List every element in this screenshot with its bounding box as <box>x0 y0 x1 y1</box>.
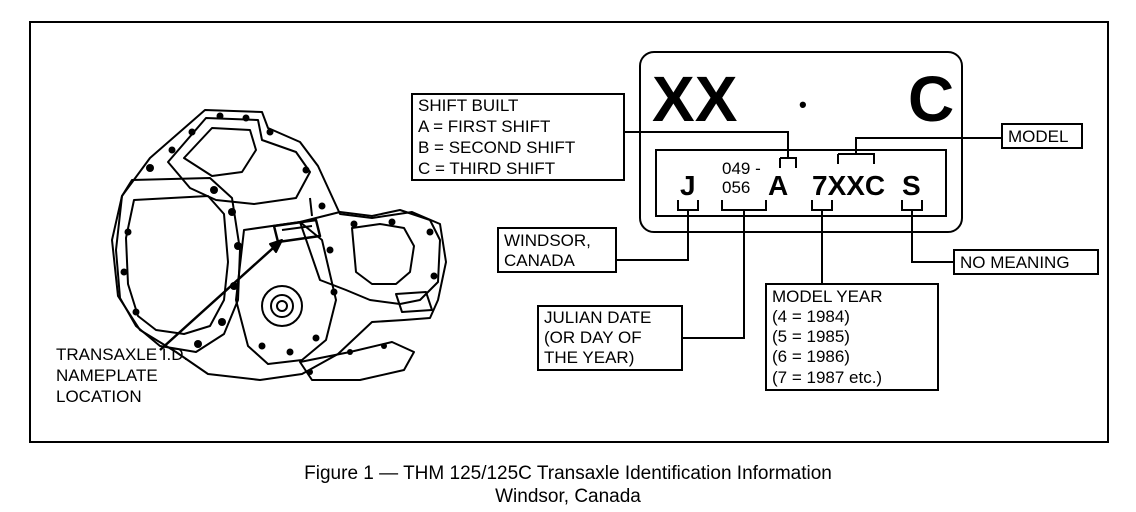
id-plate-outline <box>639 51 963 233</box>
plate-code-julian-bottom: 056 <box>722 178 750 197</box>
shift-built-b: B = SECOND SHIFT <box>418 138 575 157</box>
shift-built-a: A = FIRST SHIFT <box>418 117 550 136</box>
transaxle-illustration <box>111 109 447 381</box>
nameplate-line3: LOCATION <box>56 387 142 406</box>
plate-code-box <box>655 149 947 217</box>
windsor-line1: WINDSOR, <box>504 231 591 250</box>
julian-line1: JULIAN DATE <box>544 308 651 327</box>
model-year-6: (6 = 1986) <box>772 347 850 366</box>
model-year-title: MODEL YEAR <box>772 287 883 306</box>
no-meaning-label: NO MEANING <box>960 253 1070 272</box>
julian-line3: THE YEAR) <box>544 348 634 367</box>
model-label: MODEL <box>1008 127 1068 146</box>
plate-top-left: XX <box>652 63 738 135</box>
plate-top-dot: • <box>799 92 807 117</box>
figure-frame <box>29 21 1109 443</box>
shift-built-box: SHIFT BUILT A = FIRST SHIFT B = SECOND S… <box>411 93 625 181</box>
plate-code-model: 7XXC <box>812 170 885 201</box>
nameplate-line1: TRANSAXLE I.D. <box>56 345 188 364</box>
plate-code-julian-top: 049 - <box>722 159 761 178</box>
plate-top-right: C <box>908 63 954 135</box>
caption-line2: Windsor, Canada <box>495 486 641 507</box>
plate-code-shift: A <box>768 170 788 201</box>
nameplate-line2: NAMEPLATE <box>56 366 158 385</box>
no-meaning-box: NO MEANING <box>953 249 1099 275</box>
model-year-4: (4 = 1984) <box>772 307 850 326</box>
julian-box: JULIAN DATE (OR DAY OF THE YEAR) <box>537 305 683 371</box>
windsor-line2: CANADA <box>504 251 576 270</box>
model-year-box: MODEL YEAR (4 = 1984) (5 = 1985) (6 = 19… <box>765 283 939 391</box>
nameplate-location-label: TRANSAXLE I.D. NAMEPLATE LOCATION <box>56 345 188 406</box>
plate-code-last: S <box>902 170 921 201</box>
leader-lines <box>616 131 1002 339</box>
caption-line1: Figure 1 — THM 125/125C Transaxle Identi… <box>304 463 832 484</box>
windsor-box: WINDSOR, CANADA <box>497 227 617 273</box>
model-year-7: (7 = 1987 etc.) <box>772 368 882 387</box>
model-year-5: (5 = 1985) <box>772 327 850 346</box>
id-plate: XX • C J 049 - 056 A 7XXC S <box>639 51 963 233</box>
plate-code-plant: J <box>680 170 696 201</box>
model-box: MODEL <box>1001 123 1083 149</box>
shift-built-title: SHIFT BUILT <box>418 96 518 115</box>
julian-line2: (OR DAY OF <box>544 328 642 347</box>
shift-built-c: C = THIRD SHIFT <box>418 159 555 178</box>
